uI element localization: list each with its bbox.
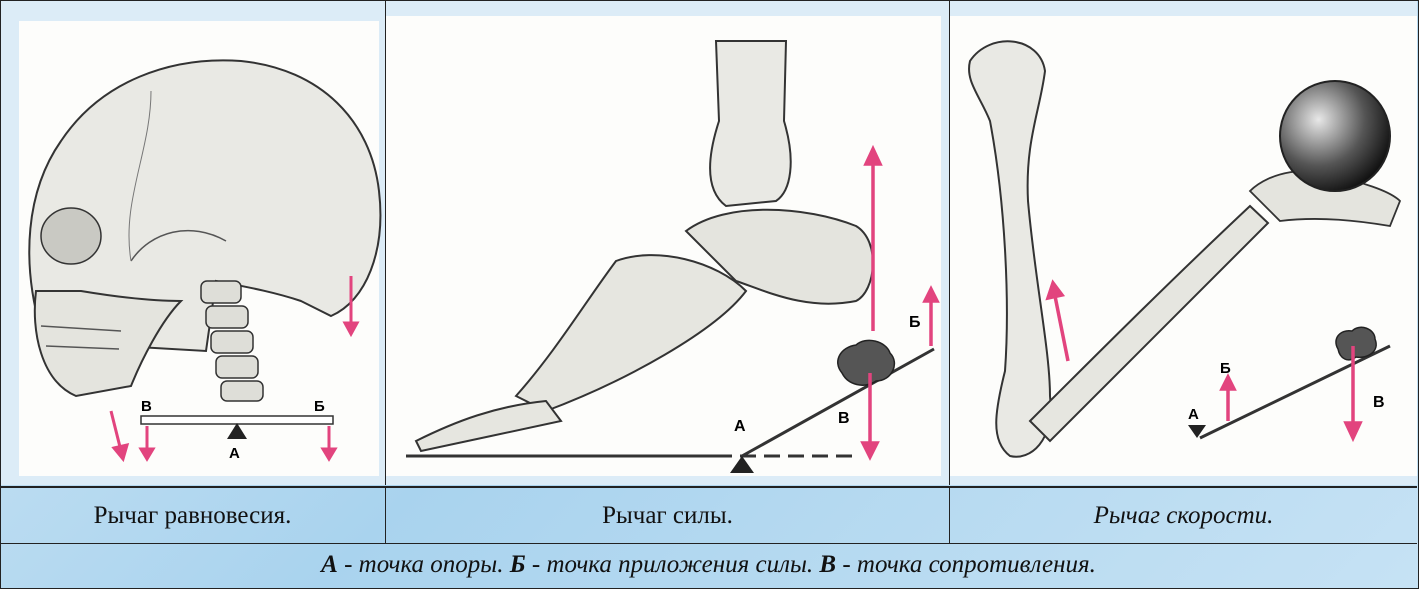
caption-force-lever: Рычаг силы. [386, 488, 950, 543]
label-v: В [1373, 394, 1385, 411]
legend-v-text: - точка сопротивления. [836, 551, 1096, 578]
arm-illustration: Б А В [950, 1, 1417, 485]
caption-balance-lever: Рычаг равновесия. [0, 488, 386, 543]
label-b: Б [1220, 360, 1231, 377]
panel-speed-lever: Б А В [950, 1, 1417, 485]
panel-force-lever: Б А В [386, 1, 950, 485]
label-b: Б [314, 398, 325, 415]
caption-speed-lever: Рычаг скорости. [950, 488, 1417, 543]
legend-a-letter: А [321, 551, 338, 578]
legend-v-letter: В [819, 551, 836, 578]
label-v: В [141, 398, 152, 415]
legend: А - точка опоры. Б - точка приложения си… [0, 543, 1417, 587]
legend-b-letter: Б [510, 551, 526, 578]
skull-illustration: В Б А [1, 1, 385, 485]
label-a: А [229, 445, 240, 462]
foot-illustration: Б А В [386, 1, 949, 485]
label-a: А [734, 418, 746, 435]
legend-a-text: - точка опоры. [338, 551, 510, 578]
legend-b-text: - точка приложения силы. [526, 551, 820, 578]
panel-balance-lever: В Б А [1, 1, 386, 485]
label-a: А [1188, 406, 1199, 423]
label-b: Б [909, 314, 921, 331]
caption-row: Рычаг равновесия. Рычаг силы. Рычаг скор… [0, 486, 1417, 544]
label-v: В [838, 410, 850, 427]
